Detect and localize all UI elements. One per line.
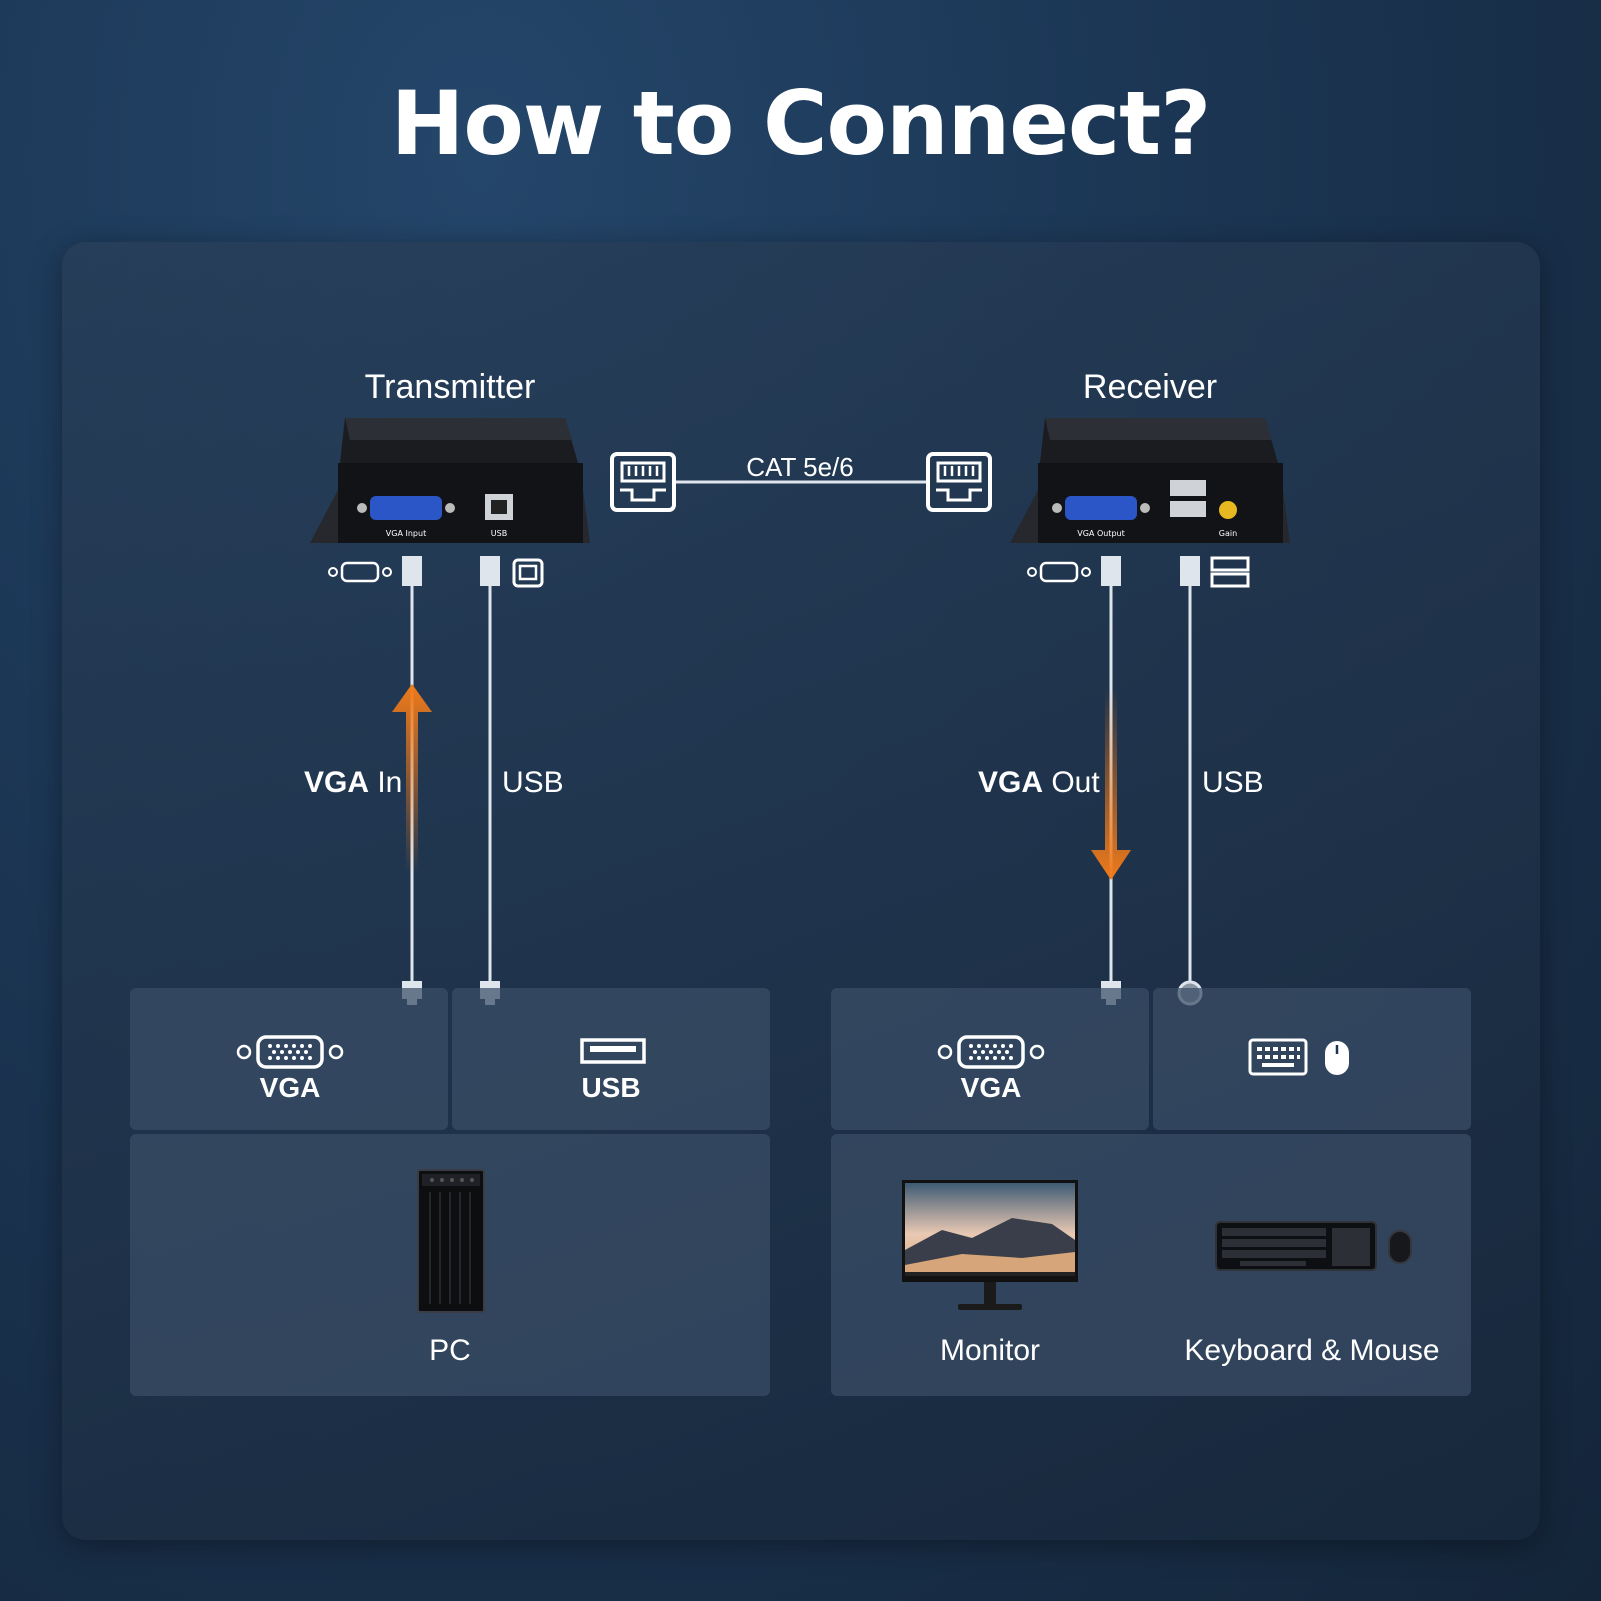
page-title: How to Connect? bbox=[390, 72, 1212, 175]
usb-a-icon bbox=[580, 1038, 646, 1064]
cable-usb-rx bbox=[1177, 556, 1203, 1006]
vga-port-icon bbox=[937, 1035, 1045, 1069]
vga-in-arrow bbox=[392, 684, 432, 874]
usb-b-icon bbox=[512, 558, 544, 588]
svg-text:Gain: Gain bbox=[1219, 529, 1237, 538]
gain-knob-icon bbox=[1219, 501, 1237, 519]
keyboard-mouse-label: Keyboard & Mouse bbox=[1184, 1334, 1440, 1367]
transmitter-device: VGA Input USB bbox=[310, 418, 590, 543]
pc-tower-icon bbox=[417, 1169, 485, 1313]
keyboard-icon bbox=[1215, 1221, 1377, 1271]
vga-port-icon bbox=[328, 561, 392, 583]
pc-label: PC bbox=[429, 1334, 471, 1367]
svg-text:VGA Input: VGA Input bbox=[386, 529, 426, 538]
mouse-icon bbox=[1388, 1230, 1412, 1264]
vga-out-label: VGA Out bbox=[978, 766, 1100, 799]
cable-usb-tx bbox=[480, 556, 500, 1005]
vga-in-label: VGA In bbox=[304, 766, 403, 799]
usb-tx-label: USB bbox=[502, 766, 564, 799]
pc-usb-port-box bbox=[452, 988, 770, 1130]
monitor-icon bbox=[902, 1180, 1078, 1310]
svg-text:USB: USB bbox=[491, 529, 507, 538]
pc-usb-label: USB bbox=[581, 1072, 641, 1103]
pc-vga-label: VGA bbox=[259, 1072, 321, 1103]
vga-port-icon bbox=[370, 496, 442, 520]
monitor-vga-port-box bbox=[831, 988, 1149, 1130]
usb-a-icon bbox=[1210, 556, 1250, 588]
cat-cable-line bbox=[676, 480, 926, 484]
vga-port-icon bbox=[1027, 561, 1091, 583]
monitor-label: Monitor bbox=[939, 1334, 1041, 1367]
transmitter-title: Transmitter bbox=[364, 368, 536, 406]
svg-text:VGA Output: VGA Output bbox=[1077, 529, 1124, 538]
usb-a-icon bbox=[1170, 501, 1206, 517]
usb-rx-label: USB bbox=[1202, 766, 1264, 799]
receiver-device: VGA Output Gain bbox=[1010, 418, 1290, 543]
vga-port-icon bbox=[236, 1035, 344, 1069]
keyboard-icon bbox=[1248, 1038, 1308, 1076]
kbm-port-box bbox=[1153, 988, 1471, 1130]
vga-port-icon bbox=[1065, 496, 1137, 520]
rj45-icon bbox=[926, 452, 992, 512]
pc-vga-port-box bbox=[130, 988, 448, 1130]
mouse-icon bbox=[1325, 1041, 1349, 1075]
vga-out-arrow bbox=[1091, 688, 1131, 880]
monitor-vga-label: VGA bbox=[960, 1072, 1022, 1103]
receiver-title: Receiver bbox=[1082, 368, 1218, 406]
cable-label: CAT 5e/6 bbox=[746, 452, 854, 482]
usb-a-icon bbox=[1170, 480, 1206, 496]
rj45-icon bbox=[610, 452, 676, 512]
